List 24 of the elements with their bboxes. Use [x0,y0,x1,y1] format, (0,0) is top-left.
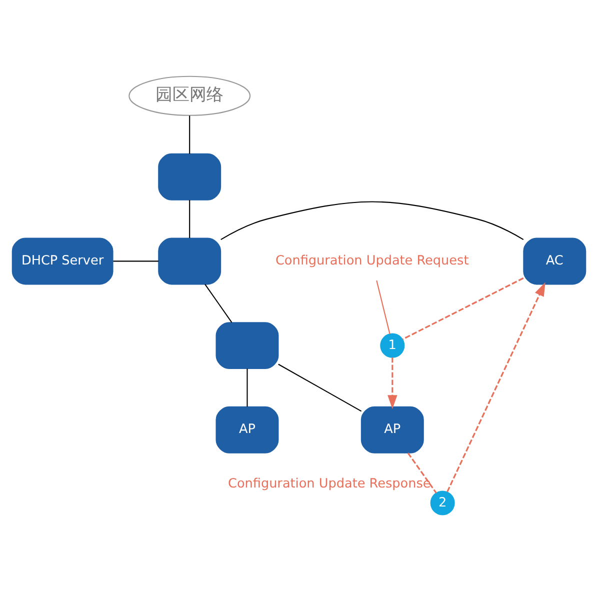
node-box [216,322,279,370]
node-box [158,153,222,200]
node-ellipse: 园区网络 [128,76,251,116]
node-box: AP [360,406,424,454]
connector [220,201,524,240]
arrow [446,282,546,492]
node-box [158,238,222,285]
node-text: Configuration Update Request [275,254,469,269]
connector [402,277,524,340]
node-box: DHCP Server [12,238,114,285]
arrow [388,357,398,410]
connector [246,368,248,407]
connector [204,284,232,323]
connector [189,116,190,154]
node-circle: 2 [430,490,455,516]
connector [407,452,437,494]
connector [113,260,159,262]
node-box: AC [523,238,586,285]
connector [278,364,362,412]
connector [376,280,390,334]
connector [189,200,190,238]
node-box: AP [216,406,279,454]
node-label: Configuration Update Response [228,476,431,492]
node-circle: 1 [380,333,405,358]
